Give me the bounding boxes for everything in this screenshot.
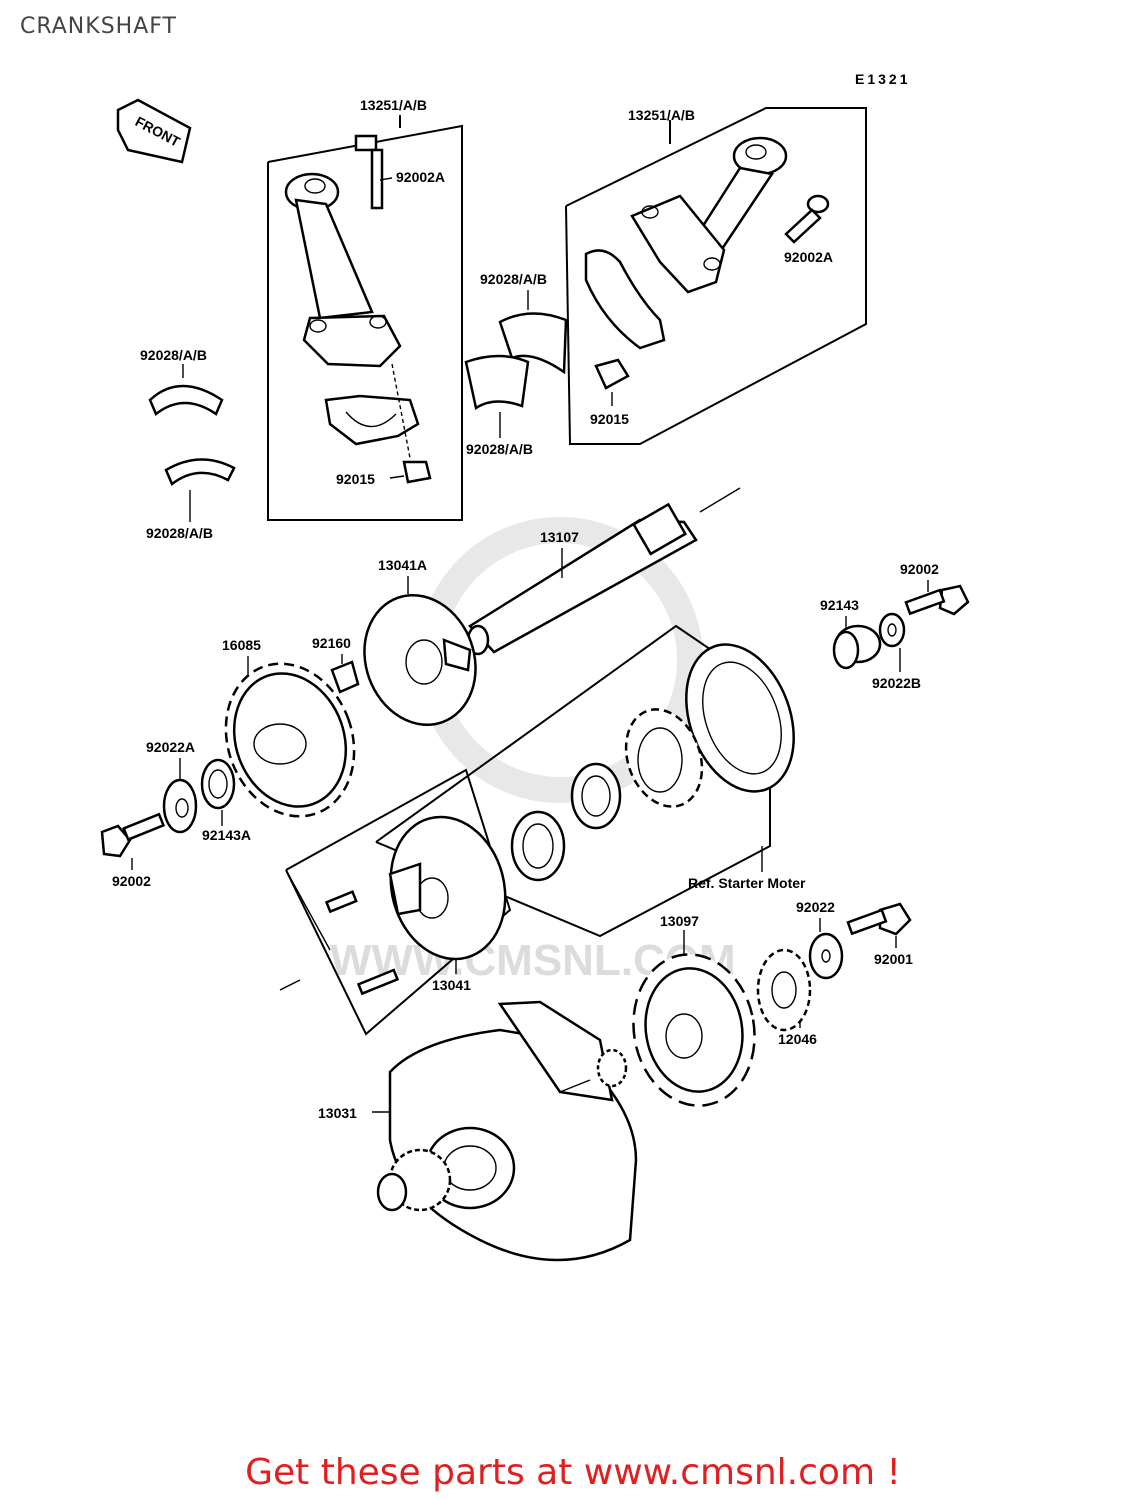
label-collar-left: 92143A — [202, 827, 251, 843]
diagram-code: E1321 — [855, 71, 910, 87]
conrod-right-group: 13251/A/B 92002A 92015 — [565, 107, 867, 445]
footer-promo[interactable]: Get these parts at www.cmsnl.com ! — [0, 1452, 1146, 1493]
label-shaft: 13107 — [540, 529, 579, 545]
label-bolt-top-right: 92002 — [900, 561, 939, 577]
hardware-left: 92022A 92143A 92002 — [100, 739, 251, 889]
label-bolt-left: 92002A — [396, 169, 445, 185]
label-bolt-left-bottom: 92002 — [112, 873, 151, 889]
label-gear-large: 13097 — [660, 913, 699, 929]
footer-link[interactable]: Get these parts at www.cmsnl.com ! — [245, 1452, 901, 1493]
key-92160: 92160 — [312, 635, 360, 694]
label-conrod-right: 13251/A/B — [628, 107, 695, 123]
label-washer-mid-right: 92022 — [796, 899, 835, 915]
clutch-inner-13041: 13041 — [279, 768, 512, 1036]
bearings-left: 92028/A/B 92028/A/B — [140, 347, 236, 541]
label-bearing-left-upper: 92028/A/B — [140, 347, 207, 363]
label-bearing-lower-mid: 92028/A/B — [466, 441, 533, 457]
page-title: CRANKSHAFT — [20, 14, 177, 39]
label-nut-right: 92015 — [590, 411, 629, 427]
label-gear-small: 12046 — [778, 1031, 817, 1047]
label-collar-right: 92143 — [820, 597, 859, 613]
starter-clutch-assembly: Ref. Starter Moter — [375, 624, 806, 938]
hardware-top-right: 92002 92143 92022B — [820, 561, 970, 691]
label-clutch-inner: 13041 — [432, 977, 471, 993]
label-bearing-upper-mid: 92028/A/B — [480, 271, 547, 287]
clutch-outer-13041a: 13041A — [363, 557, 477, 726]
label-clutch-outer: 13041A — [378, 557, 427, 573]
gears-right: 13097 12046 92022 92001 — [632, 899, 913, 1107]
label-ref-starter: Ref. Starter Moter — [688, 875, 806, 891]
label-bolt-mid-right: 92001 — [874, 951, 913, 967]
label-crankshaft: 13031 — [318, 1105, 357, 1121]
sprocket-16085: 16085 — [222, 637, 356, 818]
label-nut-left: 92015 — [336, 471, 375, 487]
label-sprocket: 16085 — [222, 637, 261, 653]
label-bearing-left-lower: 92028/A/B — [146, 525, 213, 541]
label-key: 92160 — [312, 635, 351, 651]
bearings-middle: 92028/A/B 92028/A/B — [464, 271, 568, 457]
label-washer-left: 92022A — [146, 739, 195, 755]
label-bolt-right: 92002A — [784, 249, 833, 265]
label-washer-right: 92022B — [872, 675, 921, 691]
crankshaft-13031: 13031 — [318, 1000, 638, 1262]
front-arrow-icon: FRONT — [116, 98, 192, 164]
conrod-left-group: 13251/A/B 92002A 92015 — [267, 97, 463, 521]
label-conrod-left: 13251/A/B — [360, 97, 427, 113]
